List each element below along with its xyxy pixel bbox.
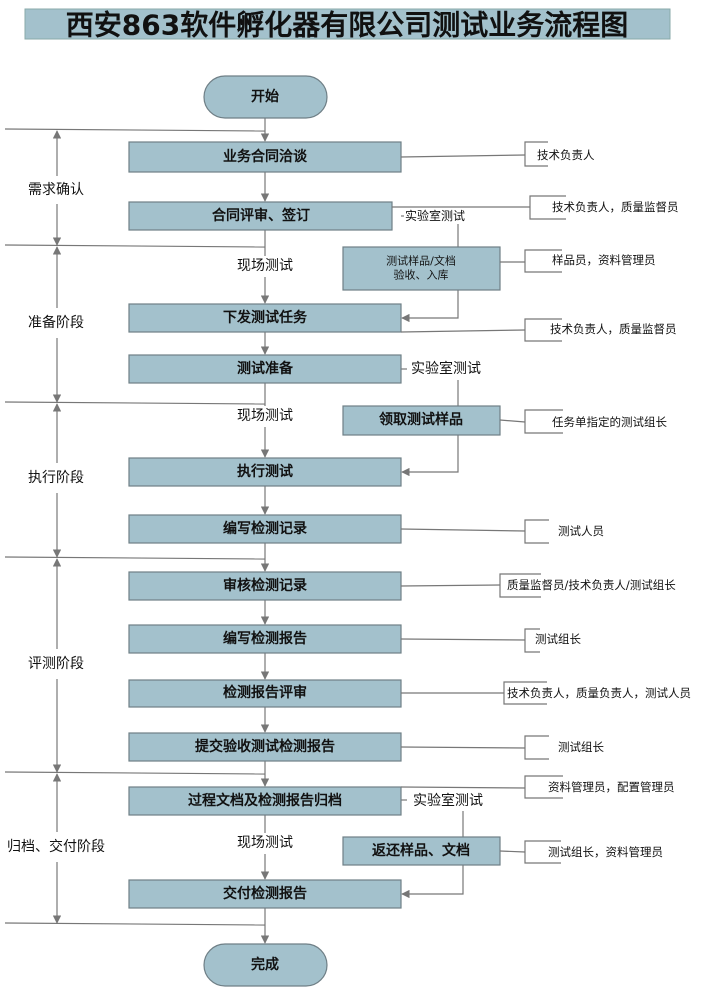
process-step: 提交验收测试检测报告 <box>128 732 402 762</box>
svg-text:编写检测记录: 编写检测记录 <box>223 520 307 537</box>
process-step: 交付检测报告 <box>128 879 402 909</box>
phase-label: 归档、交付阶段 <box>7 838 105 855</box>
svg-text:业务合同洽谈: 业务合同洽谈 <box>223 148 308 165</box>
process-step: 检测报告评审 <box>128 679 402 708</box>
lab-branch-connectors <box>401 215 464 899</box>
start-terminator: 开始 <box>203 75 328 119</box>
phase-dividers <box>4 128 266 926</box>
page-title: 西安863软件孵化器有限公司测试业务流程图 <box>66 9 628 42</box>
role-label: 技术负责人，质量监督员 <box>552 200 679 214</box>
process-step: 编写检测记录 <box>128 514 402 544</box>
branch-label-lab: 实验室测试 <box>413 792 483 809</box>
role-label: 技术负责人，质量监督员 <box>550 322 677 336</box>
svg-text:执行测试: 执行测试 <box>237 463 293 480</box>
role-annotations <box>392 141 566 864</box>
process-step: 审核检测记录 <box>128 571 402 601</box>
side-step-return-sample: 返还样品、文档 <box>342 836 501 866</box>
side-step-get-sample: 领取测试样品 <box>342 405 501 436</box>
svg-text:开始: 开始 <box>251 88 279 105</box>
phase-label: 评测阶段 <box>28 656 84 672</box>
svg-text:检测报告评审: 检测报告评审 <box>223 684 307 701</box>
svg-text:提交验收测试检测报告: 提交验收测试检测报告 <box>195 738 335 755</box>
branch-label-lab: 实验室测试 <box>411 360 481 377</box>
svg-text:验收、入库: 验收、入库 <box>394 268 449 282</box>
svg-text:下发测试任务: 下发测试任务 <box>223 309 308 326</box>
svg-text:领取测试样品: 领取测试样品 <box>379 411 463 428</box>
branch-label-onsite: 现场测试 <box>237 408 293 424</box>
phase-label: 准备阶段 <box>28 314 84 331</box>
svg-text:返还样品、文档: 返还样品、文档 <box>372 842 470 859</box>
side-step-sample-accept: 测试样品/文档 验收、入库 <box>342 246 501 291</box>
svg-text:完成: 完成 <box>251 956 279 973</box>
role-label: 测试人员 <box>558 524 604 538</box>
process-step: 下发测试任务 <box>128 303 402 333</box>
process-step: 测试准备 <box>128 354 402 384</box>
svg-text:编写检测报告: 编写检测报告 <box>223 630 307 647</box>
phase-label: 执行阶段 <box>28 470 84 486</box>
role-label: 资料管理员，配置管理员 <box>548 780 675 794</box>
process-step: 执行测试 <box>128 457 402 487</box>
end-terminator: 完成 <box>203 943 328 987</box>
role-label: 技术负责人，质量负责人，测试人员 <box>507 686 691 700</box>
role-label: 测试组长，资料管理员 <box>548 845 663 859</box>
process-step: 编写检测报告 <box>128 624 402 654</box>
svg-text:交付检测报告: 交付检测报告 <box>223 885 307 902</box>
branch-label-onsite: 现场测试 <box>237 835 293 851</box>
process-step: 过程文档及检测报告归档 <box>128 786 402 816</box>
role-label: 质量监督员/技术负责人/测试组长 <box>507 578 676 592</box>
svg-text:测试样品/文档: 测试样品/文档 <box>386 254 456 268</box>
phase-label: 需求确认 <box>28 182 84 198</box>
role-label: 测试组长 <box>558 740 604 754</box>
svg-text:测试准备: 测试准备 <box>237 360 294 377</box>
role-label: 测试组长 <box>535 632 581 646</box>
process-step: 业务合同洽谈 <box>128 141 402 173</box>
branch-label-lab: 实验室测试 <box>405 208 465 223</box>
svg-text:审核检测记录: 审核检测记录 <box>223 577 307 594</box>
svg-text:合同评审、签订: 合同评审、签订 <box>212 207 310 224</box>
svg-text:过程文档及检测报告归档: 过程文档及检测报告归档 <box>188 792 342 809</box>
process-step: 合同评审、签订 <box>128 201 393 231</box>
role-label: 样品员，资料管理员 <box>552 253 656 267</box>
branch-label-onsite: 现场测试 <box>237 258 293 274</box>
role-label: 技术负责人 <box>537 148 595 162</box>
role-label: 任务单指定的测试组长 <box>552 415 667 429</box>
title-banner: 西安863软件孵化器有限公司测试业务流程图 <box>24 8 671 42</box>
